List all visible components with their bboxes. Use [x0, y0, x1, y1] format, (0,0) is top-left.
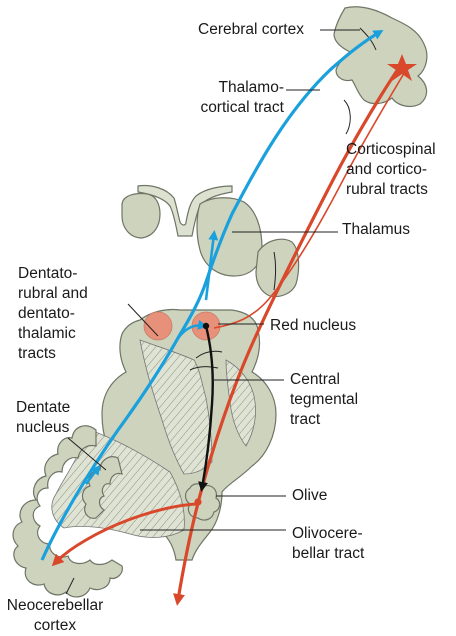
dentatorubral-tracts-label: Dentato- rubral and dentato- thalamic tr…: [18, 264, 118, 364]
dentate-nucleus-label: Dentate nucleus: [16, 398, 70, 438]
thalamus-label: Thalamus: [342, 220, 410, 240]
corticospinal-tracts-label: Corticospinal and cortico- rubral tracts: [346, 140, 436, 200]
thalamus-left-shape: [122, 193, 160, 238]
red-nucleus-label: Red nucleus: [270, 316, 356, 336]
olive-label: Olive: [292, 486, 327, 506]
olivocerebellar-tract-label: Olivocere- bellar tract: [292, 524, 364, 564]
cerebral-cortex-label: Cerebral cortex: [198, 20, 304, 40]
thalamocortical-tract-label: Thalamo- cortical tract: [198, 78, 284, 118]
thalamus-right-shape: [197, 198, 262, 276]
neocerebellar-cortex-label: Neocerebellar cortex: [0, 596, 110, 636]
central-tegmental-tract-label: Central tegmental tract: [290, 370, 358, 430]
